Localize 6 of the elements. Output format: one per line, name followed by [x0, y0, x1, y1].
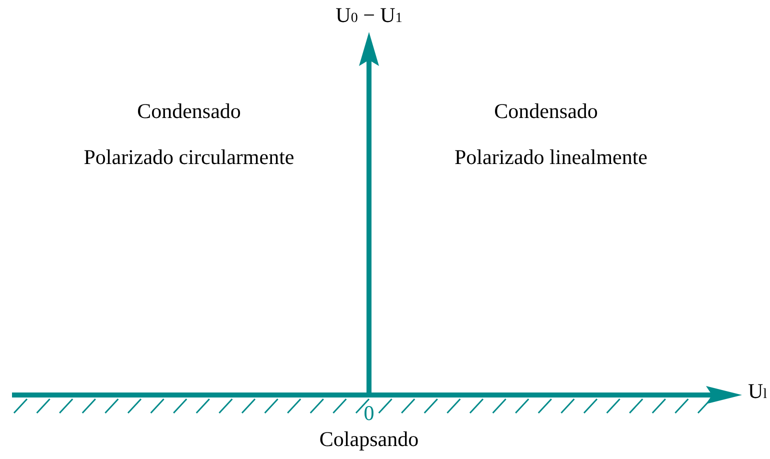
tick-label: 0 — [364, 402, 374, 426]
region-label: Colapsando — [319, 428, 419, 452]
region-label: Condensado — [494, 100, 598, 124]
region-label: Polarizado linealmente — [454, 146, 648, 170]
region-label: Polarizado circularmente — [84, 146, 294, 170]
region-label: Condensado — [137, 100, 241, 124]
